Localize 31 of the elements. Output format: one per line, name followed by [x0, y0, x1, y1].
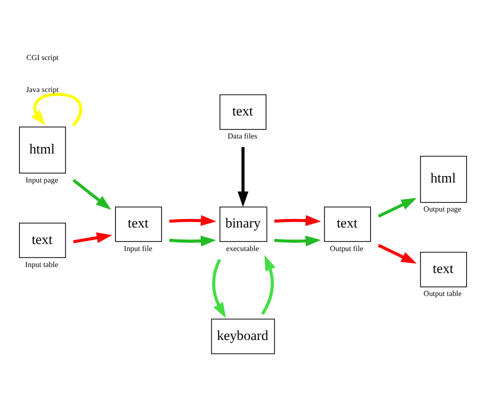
node-label: Input file: [124, 244, 152, 253]
edge-label: Java script: [26, 85, 59, 94]
arrow: [238, 147, 248, 207]
node-box: html: [19, 126, 66, 174]
arrow: [378, 244, 417, 264]
node-box: text: [220, 94, 266, 130]
arrow: [31, 92, 82, 126]
arrow: [72, 178, 112, 210]
node-label: Input page: [26, 175, 58, 184]
node-label: Output page: [424, 204, 462, 214]
node-label: Output file: [330, 244, 364, 253]
node-box: text: [324, 206, 371, 242]
arrow: [378, 198, 417, 218]
node-label: Output table: [424, 289, 462, 298]
arrow: [274, 215, 322, 226]
arrow: [169, 236, 216, 246]
node-label: Data files: [228, 132, 258, 141]
arrow: [274, 236, 322, 246]
label: CGI script: [26, 52, 59, 62]
node-box: text: [19, 222, 66, 258]
arrow: [169, 215, 216, 226]
node-box: text: [115, 206, 162, 242]
node-label: Input table: [25, 260, 58, 269]
node-box: html: [420, 156, 467, 203]
arrow: [261, 255, 276, 315]
node-box: keyboard: [211, 318, 275, 354]
arrow: [73, 232, 112, 244]
node-box: text: [420, 252, 467, 288]
arrow: [212, 258, 226, 318]
node-label: executable: [226, 244, 259, 253]
node-box: binary: [220, 206, 268, 242]
